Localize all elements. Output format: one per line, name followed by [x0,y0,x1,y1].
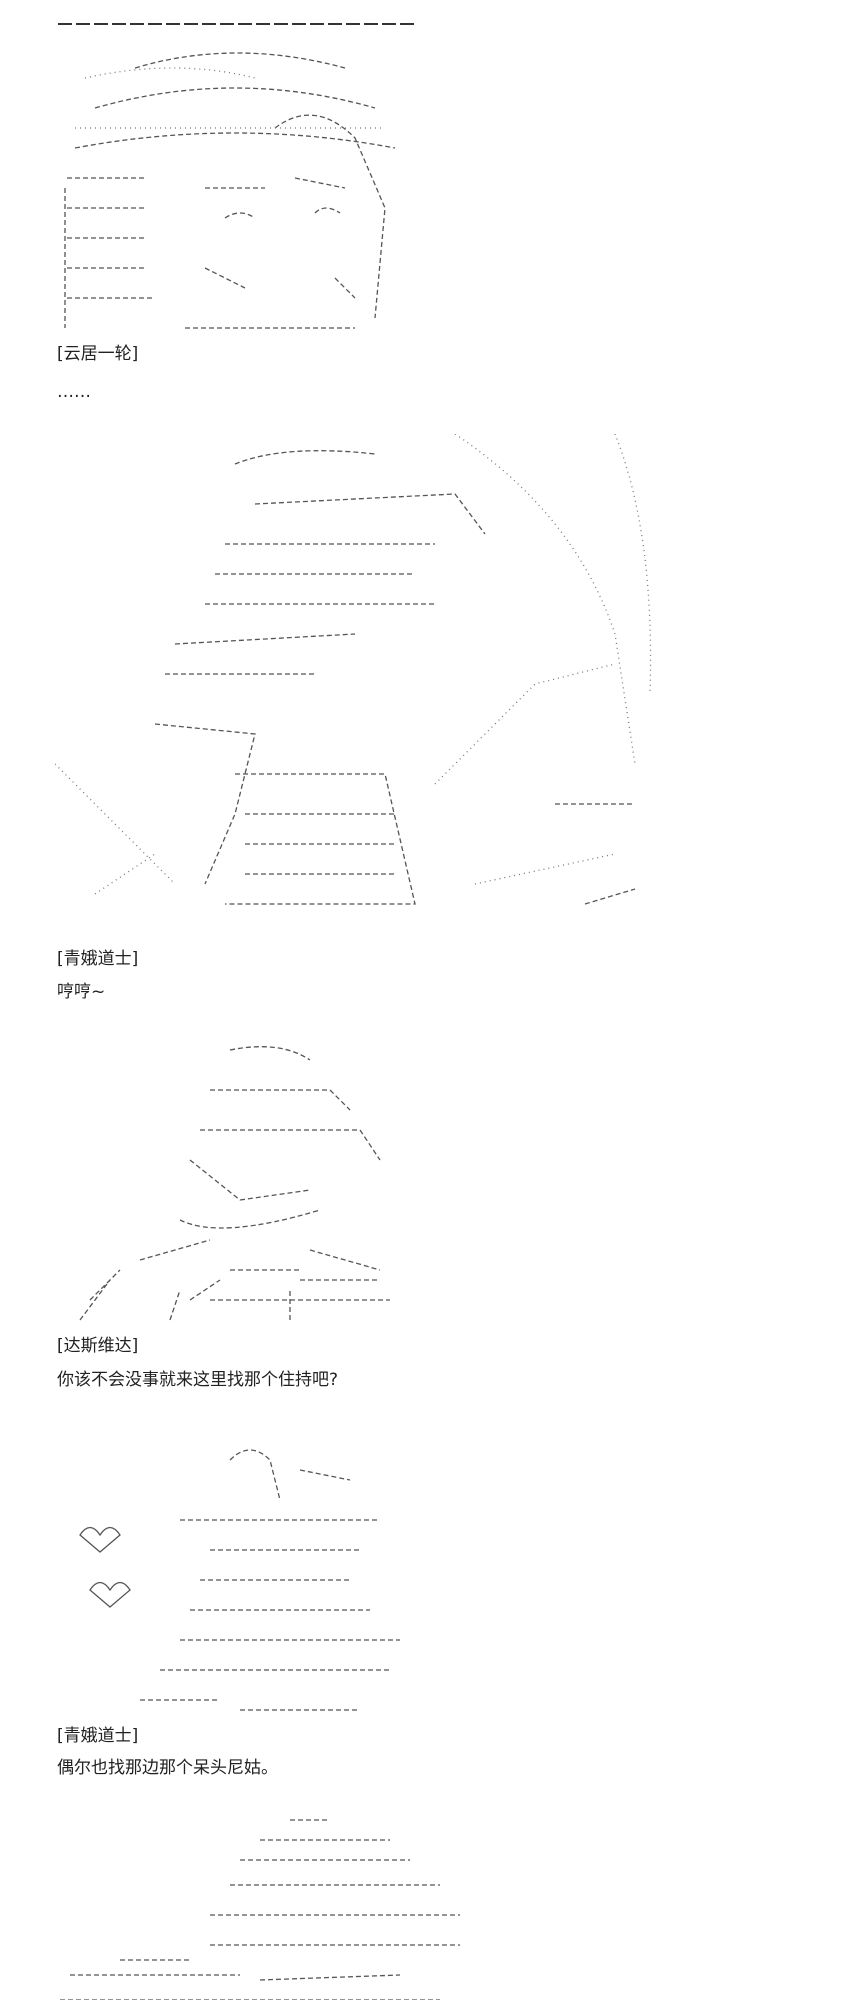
top-dash-rule [58,23,418,25]
ascii-art-seiga-1 [55,434,652,905]
speaker-name: [达斯维达] [57,1336,139,1356]
ascii-art-darth-vader [79,1046,390,1321]
ascii-art-seiga-2 [79,1449,400,1711]
speaker-name: [青娥道士] [57,1726,139,1746]
ascii-art-ichirin [64,52,396,329]
dialogue-line: 偶尔也找那边那个呆头尼姑。 [57,1758,278,1778]
dialogue-line: 你该不会没事就来这里找那个住持吧? [57,1370,339,1390]
speaker-name: [云居一轮] [57,344,139,364]
ascii-art-ichirin-2 [60,1819,460,2000]
dialogue-line: 哼哼~ [57,982,106,1002]
dialogue-line: …… [57,382,91,402]
speaker-name: [青娥道士] [57,949,139,969]
